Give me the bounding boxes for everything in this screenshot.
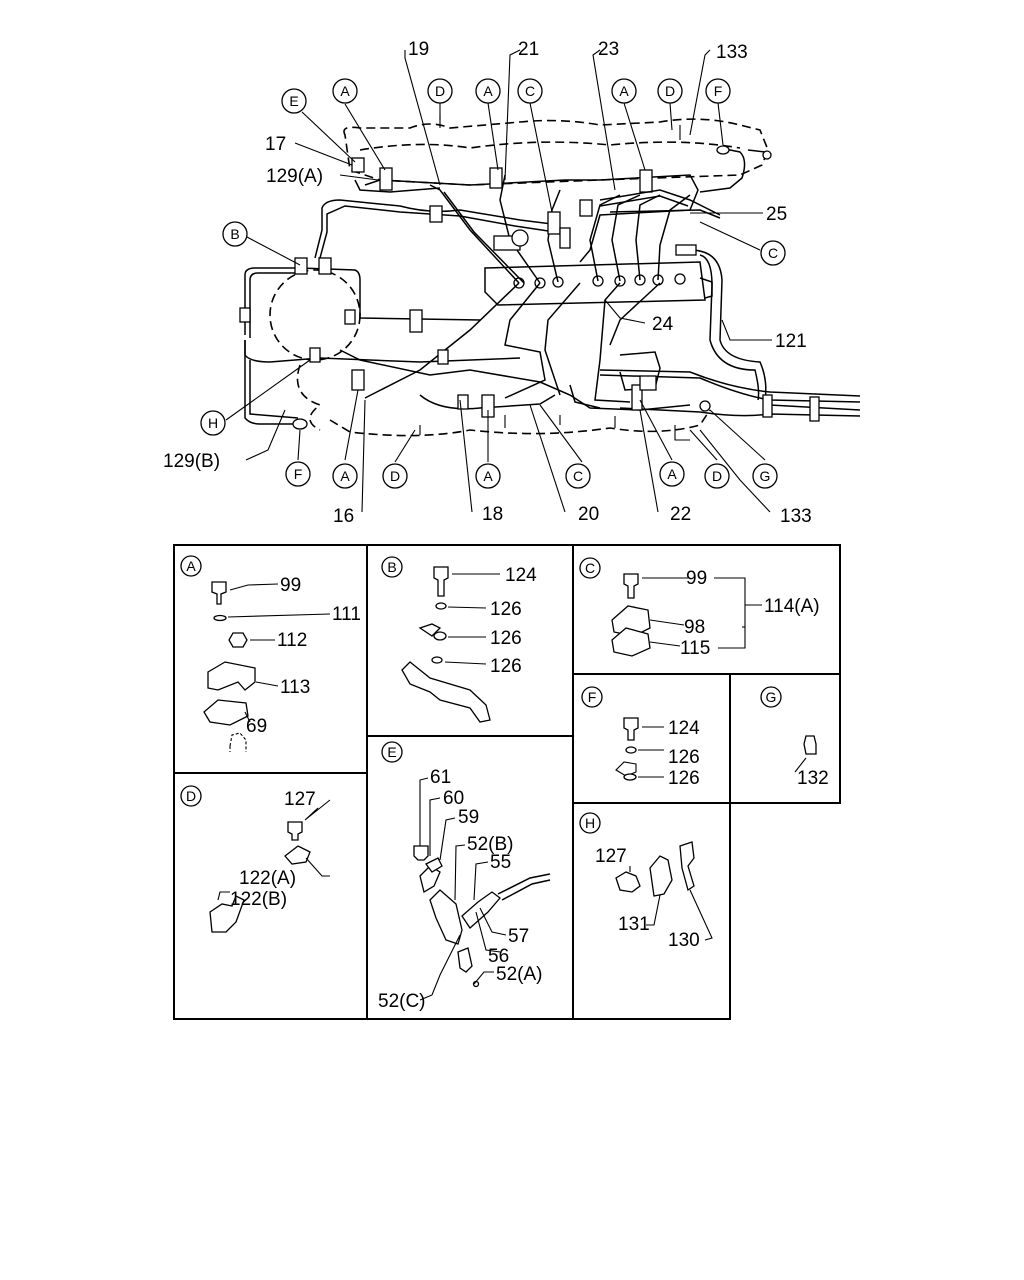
panel-b-part-126c: 126 <box>490 656 522 677</box>
panel-a-box <box>173 544 368 774</box>
panel-b: B 124 126 126 126 <box>381 556 537 723</box>
panel-h-part-131: 131 <box>618 914 650 935</box>
panel-c-part-98: 98 <box>684 617 705 638</box>
panel-e-part-52b: 52(B) <box>467 834 513 855</box>
label-133-top: 133 <box>716 42 748 63</box>
callout-d: D <box>712 468 722 484</box>
label-25: 25 <box>766 204 787 225</box>
panel-g: G 132 <box>760 686 829 789</box>
panel-e-part-52a: 52(A) <box>496 964 542 985</box>
panel-a-part-112: 112 <box>277 630 307 651</box>
callout-e: E <box>289 93 298 109</box>
callout-a: A <box>667 466 677 482</box>
panel-a-letter: A <box>186 558 196 574</box>
panel-h: H 127 131 130 <box>579 812 713 951</box>
panel-f: F 124 126 126 <box>581 686 700 789</box>
label-19: 19 <box>408 39 429 60</box>
callout-c: C <box>768 245 778 261</box>
panel-f-part-126b: 126 <box>668 768 700 789</box>
panel-f-part-124: 124 <box>668 718 700 739</box>
panel-a: A 99 111 112 113 69 <box>180 555 361 752</box>
panel-e-part-52c: 52(C) <box>378 991 426 1012</box>
panel-g-box <box>729 673 841 804</box>
panel-b-part-126b: 126 <box>490 628 522 649</box>
callout-d: D <box>390 468 400 484</box>
callout-f: F <box>294 466 303 482</box>
label-121: 121 <box>775 331 807 352</box>
panel-a-part-111: 111 <box>332 604 361 625</box>
callout-f: F <box>714 83 723 99</box>
panel-d-part-122b: 122(B) <box>230 889 287 910</box>
callout-d: D <box>435 83 445 99</box>
callout-g: G <box>760 468 771 484</box>
panel-f-part-126a: 126 <box>668 747 700 768</box>
panel-e-part-55: 55 <box>490 852 511 873</box>
panel-e-part-57: 57 <box>508 926 529 947</box>
panel-e-part-59: 59 <box>458 807 479 828</box>
panel-e: E 61 60 59 52(B) 55 57 56 52(A) 52(C) <box>378 741 551 1012</box>
panel-h-part-127: 127 <box>595 846 627 867</box>
panel-e-part-61: 61 <box>430 767 451 788</box>
label-16: 16 <box>333 506 354 527</box>
label-133-bottom: 133 <box>780 506 812 527</box>
callout-a: A <box>483 468 493 484</box>
label-23: 23 <box>598 39 619 60</box>
panel-c-letter: C <box>585 560 595 576</box>
label-17: 17 <box>265 134 286 155</box>
label-18: 18 <box>482 504 503 525</box>
callout-h: H <box>208 415 218 431</box>
main-assembly-drawing: A D A C A D F E B C H F A D A C A D G 19… <box>163 39 861 527</box>
callout-a: A <box>483 83 493 99</box>
panel-g-letter: G <box>766 689 777 705</box>
callout-a: A <box>340 83 350 99</box>
label-129b: 129(B) <box>163 451 220 472</box>
panel-h-part-130: 130 <box>668 930 700 951</box>
panel-b-part-126a: 126 <box>490 599 522 620</box>
label-22: 22 <box>670 504 691 525</box>
panel-e-part-56: 56 <box>488 946 509 967</box>
detail-panels-grid <box>173 544 841 1020</box>
panel-b-part-124: 124 <box>505 565 537 586</box>
panel-e-part-60: 60 <box>443 788 464 809</box>
panel-a-part-99: 99 <box>280 575 301 596</box>
circle-callouts: A D A C A D F E B C H F A D A C A D G <box>200 78 786 489</box>
label-129a: 129(A) <box>266 166 323 187</box>
panel-c-part-114a: 114(A) <box>764 596 820 617</box>
panel-c-part-99: 99 <box>686 568 707 589</box>
panel-d-part-127: 127 <box>284 789 316 810</box>
label-21: 21 <box>518 39 539 60</box>
callout-b: B <box>230 226 239 242</box>
label-24: 24 <box>652 314 674 335</box>
panel-a-part-113: 113 <box>280 677 310 698</box>
panel-d-part-122a: 122(A) <box>239 868 296 889</box>
panel-e-letter: E <box>387 744 396 760</box>
panel-g-part-132: 132 <box>797 768 829 789</box>
leader-lines <box>225 49 772 513</box>
label-20: 20 <box>578 504 599 525</box>
callout-d: D <box>665 83 675 99</box>
panel-c: C 99 98 115 114(A) <box>579 557 820 659</box>
panel-h-letter: H <box>585 815 595 831</box>
part-number-labels: 19 21 23 133 17 129(A) 25 24 121 129(B) … <box>163 39 812 527</box>
panel-c-part-115: 115 <box>680 638 710 659</box>
callout-a: A <box>619 83 629 99</box>
panel-a-part-69: 69 <box>246 716 267 737</box>
callout-c: C <box>525 83 535 99</box>
callout-a: A <box>340 468 350 484</box>
panel-b-letter: B <box>387 559 396 575</box>
panel-d-letter: D <box>186 788 196 804</box>
panel-h-box <box>572 802 731 1020</box>
panel-d: D 127 122(A) 122(B) <box>180 785 331 933</box>
pump-outlets <box>513 273 686 289</box>
callout-c: C <box>573 468 583 484</box>
panel-f-letter: F <box>588 689 597 705</box>
